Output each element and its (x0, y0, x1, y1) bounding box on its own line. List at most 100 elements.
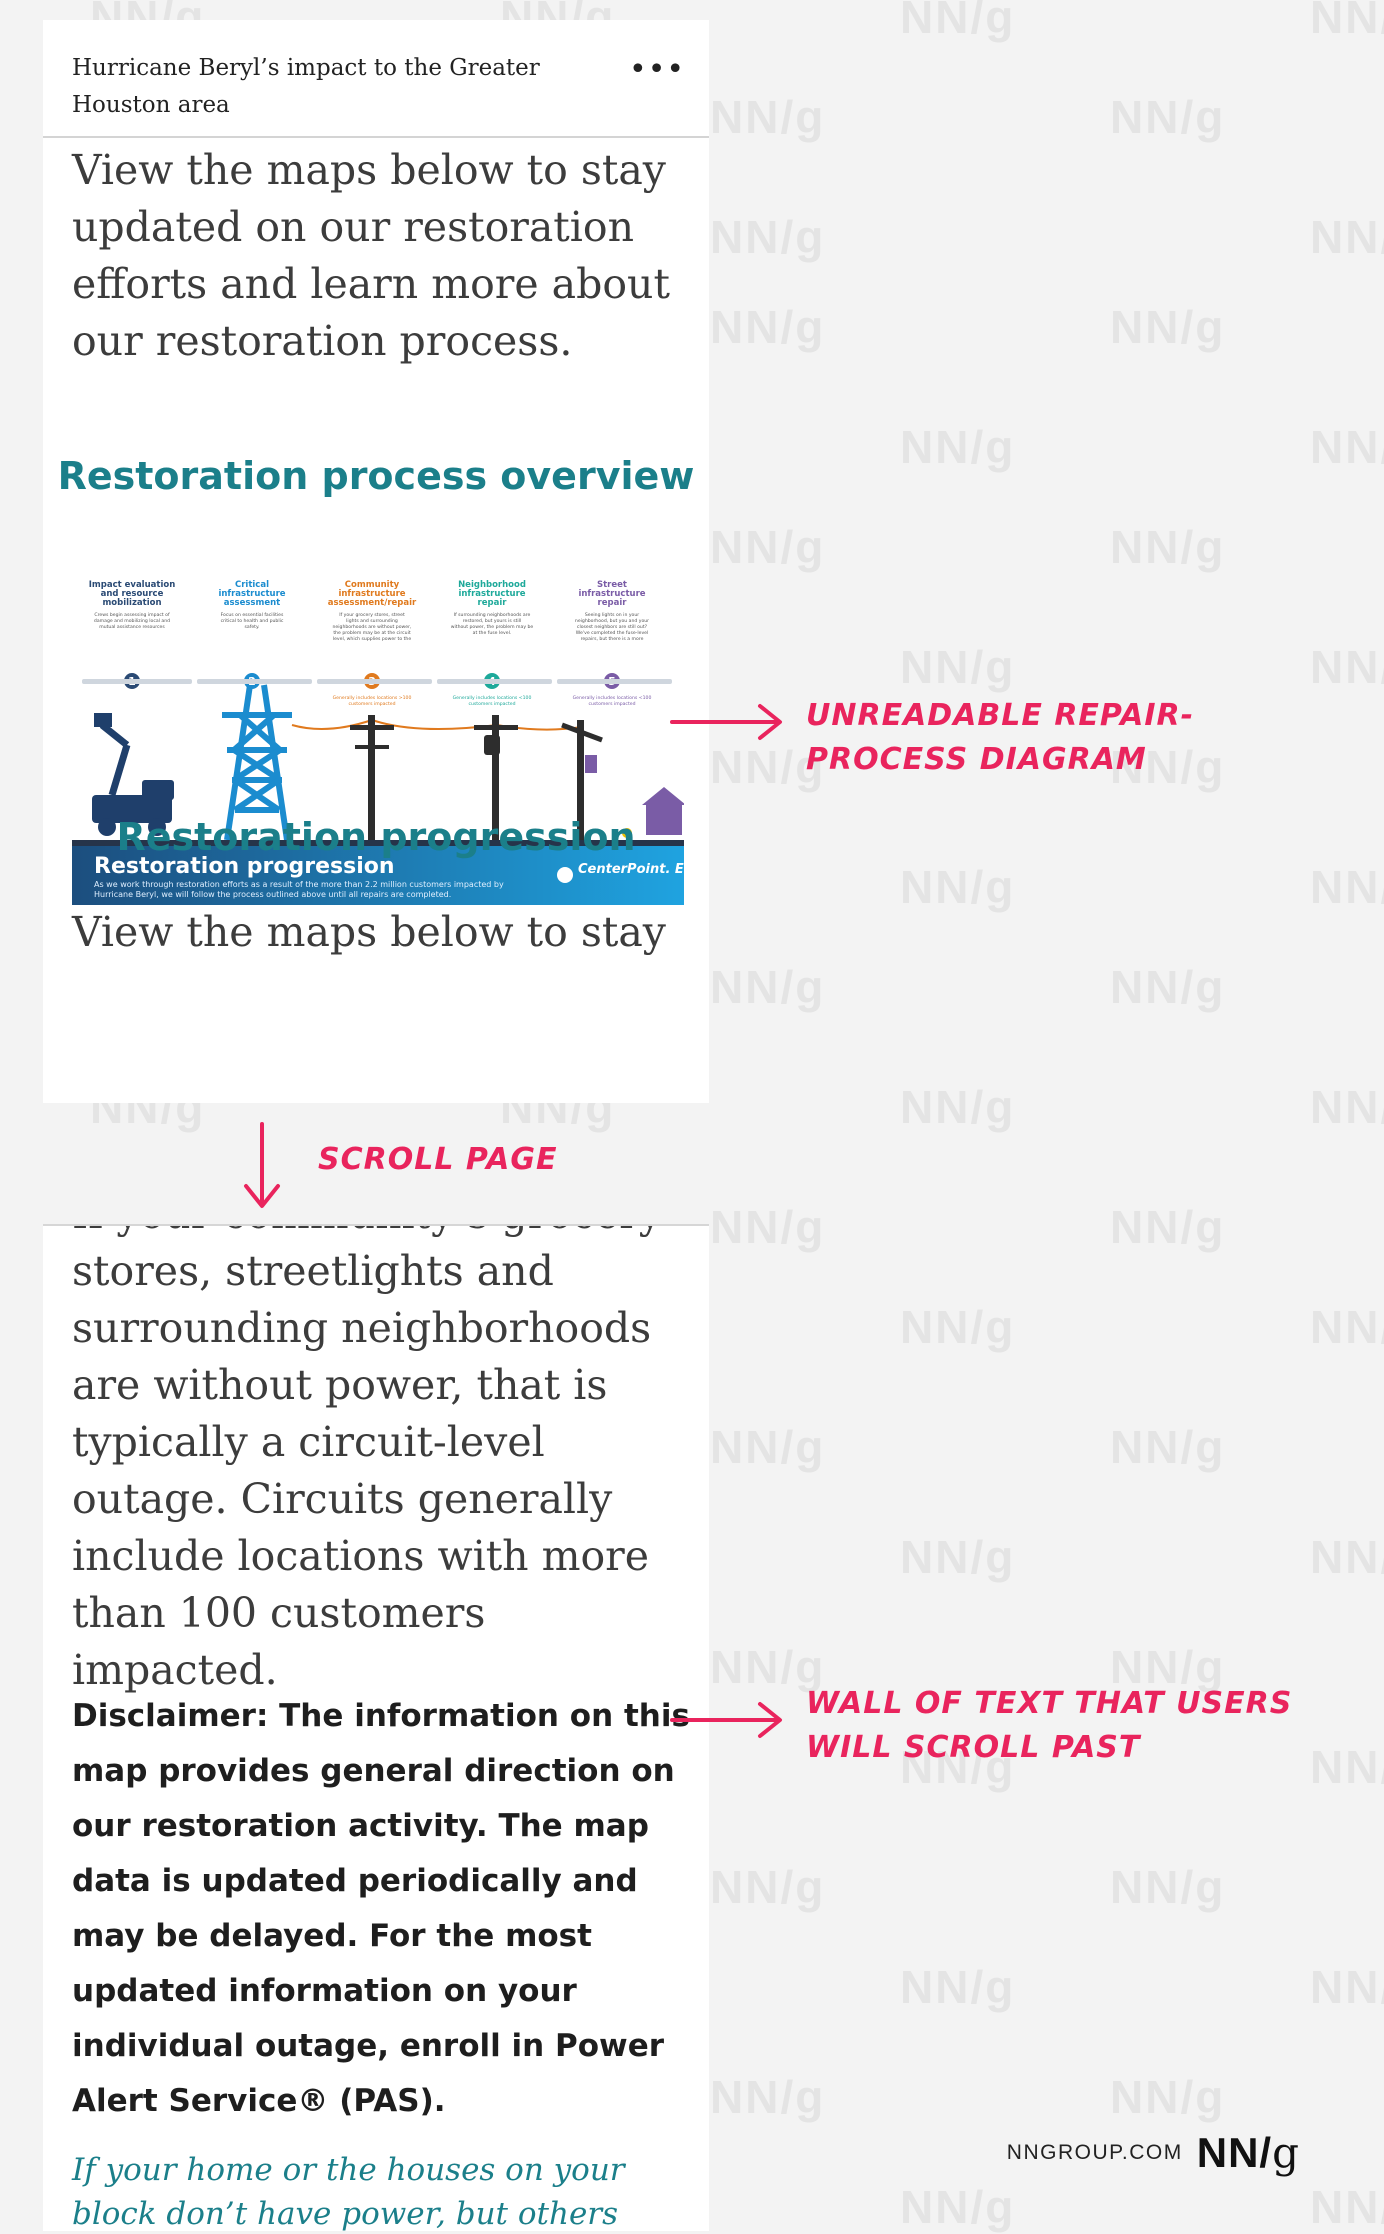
progression-banner (72, 846, 684, 905)
footer-url: NNGROUP.COM (1006, 2140, 1183, 2164)
watermark-text: NN/g (710, 1201, 826, 1253)
step-title: Critical (235, 580, 269, 590)
watermark-text: NN/g (1310, 1081, 1384, 1133)
step-description: If your grocery stores, street (339, 612, 405, 618)
utility-poles-icon (350, 715, 603, 840)
watermark-text: NN/g (1310, 211, 1384, 263)
watermark-text: NN/g (1110, 1861, 1226, 1913)
watermark-text: NN/g (900, 641, 1016, 693)
watermark-text: NN/g (1110, 521, 1226, 573)
watermark-text: NN/g (710, 1421, 826, 1473)
watermark-text: NN/g (1110, 1641, 1226, 1693)
page-header: Hurricane Beryl’s impact to the Greater … (43, 20, 709, 138)
step-title: assessment (224, 598, 280, 608)
more-options-icon[interactable]: ••• (629, 52, 686, 87)
step-note: Generally includes locations <100 (573, 695, 652, 701)
watermark-text: NN/g (900, 0, 1016, 43)
watermark-text: NN/g (1110, 1201, 1226, 1253)
step-note: Generally includes locations <100 (453, 695, 532, 701)
watermark-text: NN/g (1110, 1421, 1226, 1473)
step-description: at the fuse level. (473, 630, 512, 636)
bucket-truck-icon (92, 713, 174, 836)
disclaimer-text: Disclaimer: The information on this map … (72, 1698, 690, 2119)
watermark-text: NN/g (900, 1301, 1016, 1353)
step-title: Street (597, 580, 627, 590)
step-title: repair (478, 598, 508, 608)
page-title: Hurricane Beryl’s impact to the Greater … (72, 55, 540, 118)
brand-logo-text: CenterPoint. Energy (578, 862, 684, 877)
step-title: Neighborhood (458, 580, 526, 590)
step-description: restored, but yours is still (463, 618, 522, 624)
watermark-text: NN/g (710, 521, 826, 573)
step-note: Generally includes locations >100 (333, 695, 412, 701)
step-description: damage and mobilizing local and (94, 618, 170, 624)
step-description: safety. (245, 624, 260, 630)
step-description: neighborhood, but you and your (575, 618, 649, 624)
section-heading: Restoration process overview (57, 454, 695, 498)
tail-paragraph: View the maps below to stay (72, 908, 666, 956)
step-description: We've completed the fuse-level (576, 630, 649, 636)
ground-line (72, 840, 684, 846)
step-description: Focus on essential facilities (221, 612, 284, 618)
power-lines (291, 719, 583, 731)
house-icon (622, 787, 684, 838)
step-title: Community (345, 580, 400, 590)
arrow-down-icon (244, 1122, 280, 1208)
step-description: closest neighbors are still out? (577, 624, 648, 630)
step-description: without power, the problem may be (451, 624, 534, 630)
step-description: lights and surrounding (346, 618, 398, 624)
process-step: Communityinfrastructureassessment/repair… (328, 580, 417, 707)
step-title: repair (598, 598, 628, 608)
step-title: infrastructure (338, 589, 405, 599)
watermark-text: NN/g (1110, 91, 1226, 143)
annotation-diagram: Unreadable repair-process diagram (806, 698, 1195, 777)
step-description: critical to health and public (221, 618, 284, 624)
watermark-text: NN/g (1110, 2071, 1226, 2123)
outage-paragraph: If your community’s grocery stores, stre… (72, 1226, 662, 1694)
watermark-text: NN/g (900, 1741, 1016, 1793)
watermark-text: NN/g (1310, 0, 1384, 43)
watermark-text: NN/g (900, 861, 1016, 913)
step-title: infrastructure (218, 589, 285, 599)
step-description: the problem may be at the circuit (333, 630, 411, 636)
watermark-text: NN/g (710, 1861, 826, 1913)
banner-title: Restoration progression (94, 854, 395, 879)
watermark-text: NN/g (1310, 1741, 1384, 1793)
watermark-text: NN/g (900, 2181, 1016, 2233)
arrow-right-icon (670, 704, 782, 740)
phone-screen-bottom: If your community’s grocery stores, stre… (43, 1224, 709, 2231)
step-title: infrastructure (578, 589, 645, 599)
step-note: customers impacted (348, 701, 395, 707)
annotation-scroll: Scroll page (318, 1142, 558, 1177)
italic-paragraph: If your home or the houses on your block… (72, 2152, 625, 2231)
step-description: repairs, but there is a more (581, 636, 644, 642)
banner-text: As we work through restoration efforts a… (94, 880, 504, 899)
watermark-text: NN/g (900, 1081, 1016, 1133)
watermark-text: NN/g (1110, 301, 1226, 353)
nng-branding: NNGROUP.COM NN/g (1007, 2128, 1300, 2177)
watermark-text: NN/g (710, 741, 826, 793)
watermark-text: NN/g (710, 1641, 826, 1693)
nng-logo: NN/g (1197, 2128, 1300, 2177)
step-description: mutual assistance resources (99, 624, 165, 630)
watermark-text: NN/g (710, 211, 826, 263)
logo-g: g (1272, 2128, 1300, 2177)
transmission-tower-icon (222, 684, 292, 841)
centerpoint-logo-icon (557, 867, 573, 883)
timeline (82, 679, 672, 684)
watermark-text: NN/g (1310, 2181, 1384, 2233)
watermark-text: NN/g (710, 2071, 826, 2123)
phone-screen-top: Hurricane Beryl’s impact to the Greater … (43, 20, 709, 1103)
watermark-text: NN/g (900, 1961, 1016, 2013)
watermark-text: NN/g (900, 421, 1016, 473)
watermark-text: NN/g (710, 91, 826, 143)
logo-nn: NN/ (1196, 2129, 1273, 2176)
step-title: assessment/repair (328, 598, 417, 608)
step-description: If surrounding neighborhoods are (454, 612, 531, 618)
arrow-right-icon (670, 1702, 782, 1738)
